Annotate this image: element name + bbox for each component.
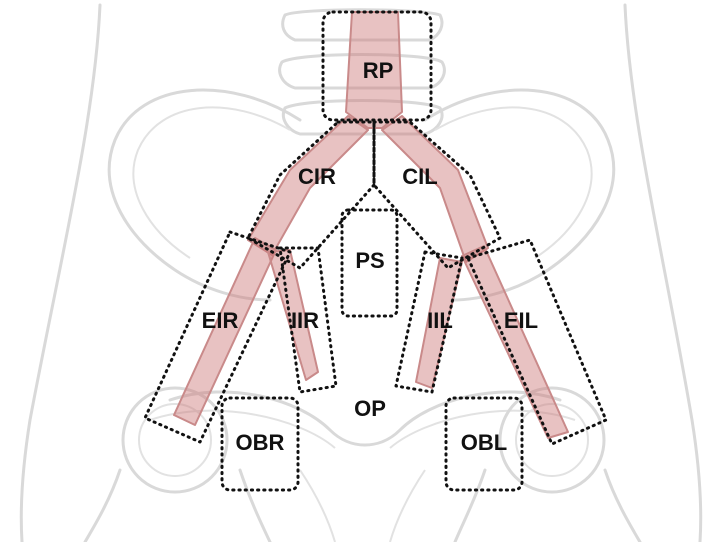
label-cil: CIL — [402, 164, 437, 189]
label-op: OP — [354, 396, 386, 421]
label-iil: IIL — [427, 308, 453, 333]
label-cir: CIR — [298, 164, 336, 189]
label-iir: IIR — [291, 308, 319, 333]
label-ps: PS — [355, 248, 384, 273]
label-obr: OBR — [236, 430, 285, 455]
label-eir: EIR — [202, 308, 239, 333]
left-external-iliac-vessel — [462, 246, 568, 438]
label-obl: OBL — [461, 430, 507, 455]
label-eil: EIL — [504, 308, 538, 333]
label-rp: RP — [363, 58, 394, 83]
